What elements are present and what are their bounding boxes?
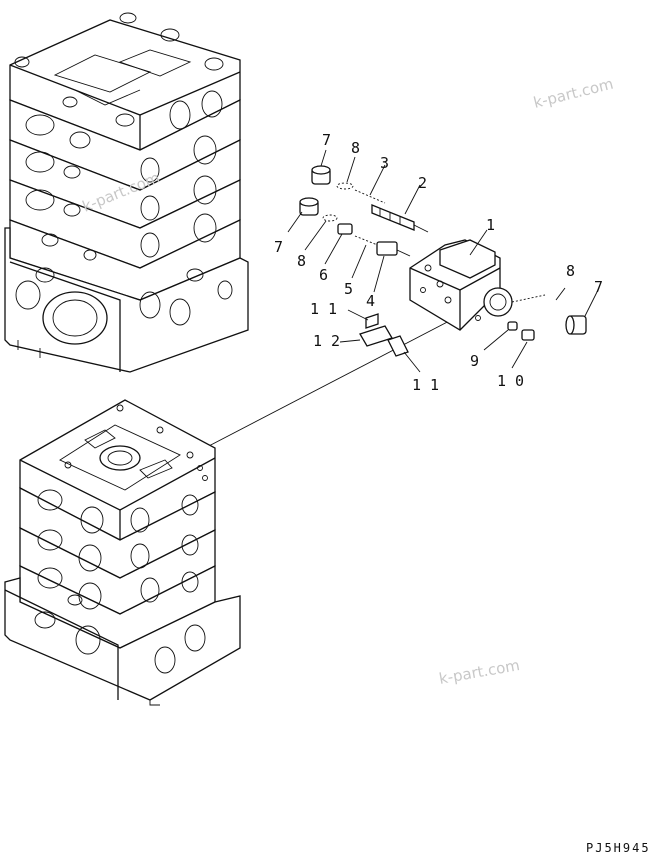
- upper-valve-block: [4, 12, 249, 373]
- lower-valve-block: [4, 399, 241, 706]
- part-8-oring-upper: [336, 182, 354, 190]
- label-part-8-right: 8: [566, 262, 575, 280]
- part-number-labels: 7 8 3 2 1 7 8 6 5 4 1 1 1 2 1 1 8 7 9 1 …: [274, 131, 603, 394]
- label-part-6: 6: [319, 266, 328, 284]
- upper-base-housing: [4, 227, 249, 373]
- label-part-8-upper: 8: [351, 139, 360, 157]
- part-11-fitting-upper: [365, 313, 379, 329]
- part-2-spool: [371, 204, 429, 233]
- part-5-spring: [354, 235, 381, 247]
- label-part-7-lower: 7: [274, 238, 283, 256]
- assembly-leader-line: [204, 317, 456, 449]
- leader-lines: [287, 149, 599, 373]
- watermark-bottom-right: k-part.com: [438, 656, 522, 688]
- part-11-fitting-lower: [387, 335, 409, 357]
- label-part-2: 2: [418, 174, 427, 192]
- exploded-parts: [204, 149, 599, 449]
- part-6-sleeve: [337, 223, 353, 235]
- part-8-oring-lower: [322, 214, 338, 222]
- label-part-7-upper: 7: [322, 131, 331, 149]
- part-3-spring: [354, 189, 386, 204]
- part-9-fitting: [507, 321, 518, 331]
- part-7-plug-upper: [311, 165, 331, 185]
- part-8-oring-right: [511, 294, 546, 303]
- label-part-5: 5: [344, 280, 353, 298]
- drawing-code: PJ5H945: [586, 841, 651, 855]
- label-part-11-lower: 1 1: [412, 376, 439, 394]
- label-part-11-upper: 1 1: [310, 300, 337, 318]
- label-part-8-lower: 8: [297, 252, 306, 270]
- label-part-7-right: 7: [594, 278, 603, 296]
- watermark-top-right: k-part.com: [532, 75, 616, 112]
- label-part-10: 1 0: [497, 372, 524, 390]
- part-7-plug-right: [565, 315, 587, 335]
- lower-base-housing: [4, 577, 241, 706]
- label-part-9: 9: [470, 352, 479, 370]
- label-part-1: 1: [486, 216, 495, 234]
- part-12-body: [359, 325, 393, 347]
- part-1-valve-body: [409, 239, 513, 331]
- label-part-12: 1 2: [313, 332, 340, 350]
- part-4-piston: [376, 241, 411, 257]
- part-7-plug-lower: [299, 197, 319, 216]
- label-part-3: 3: [380, 154, 389, 172]
- label-part-4: 4: [366, 292, 375, 310]
- part-10-fitting: [521, 329, 535, 341]
